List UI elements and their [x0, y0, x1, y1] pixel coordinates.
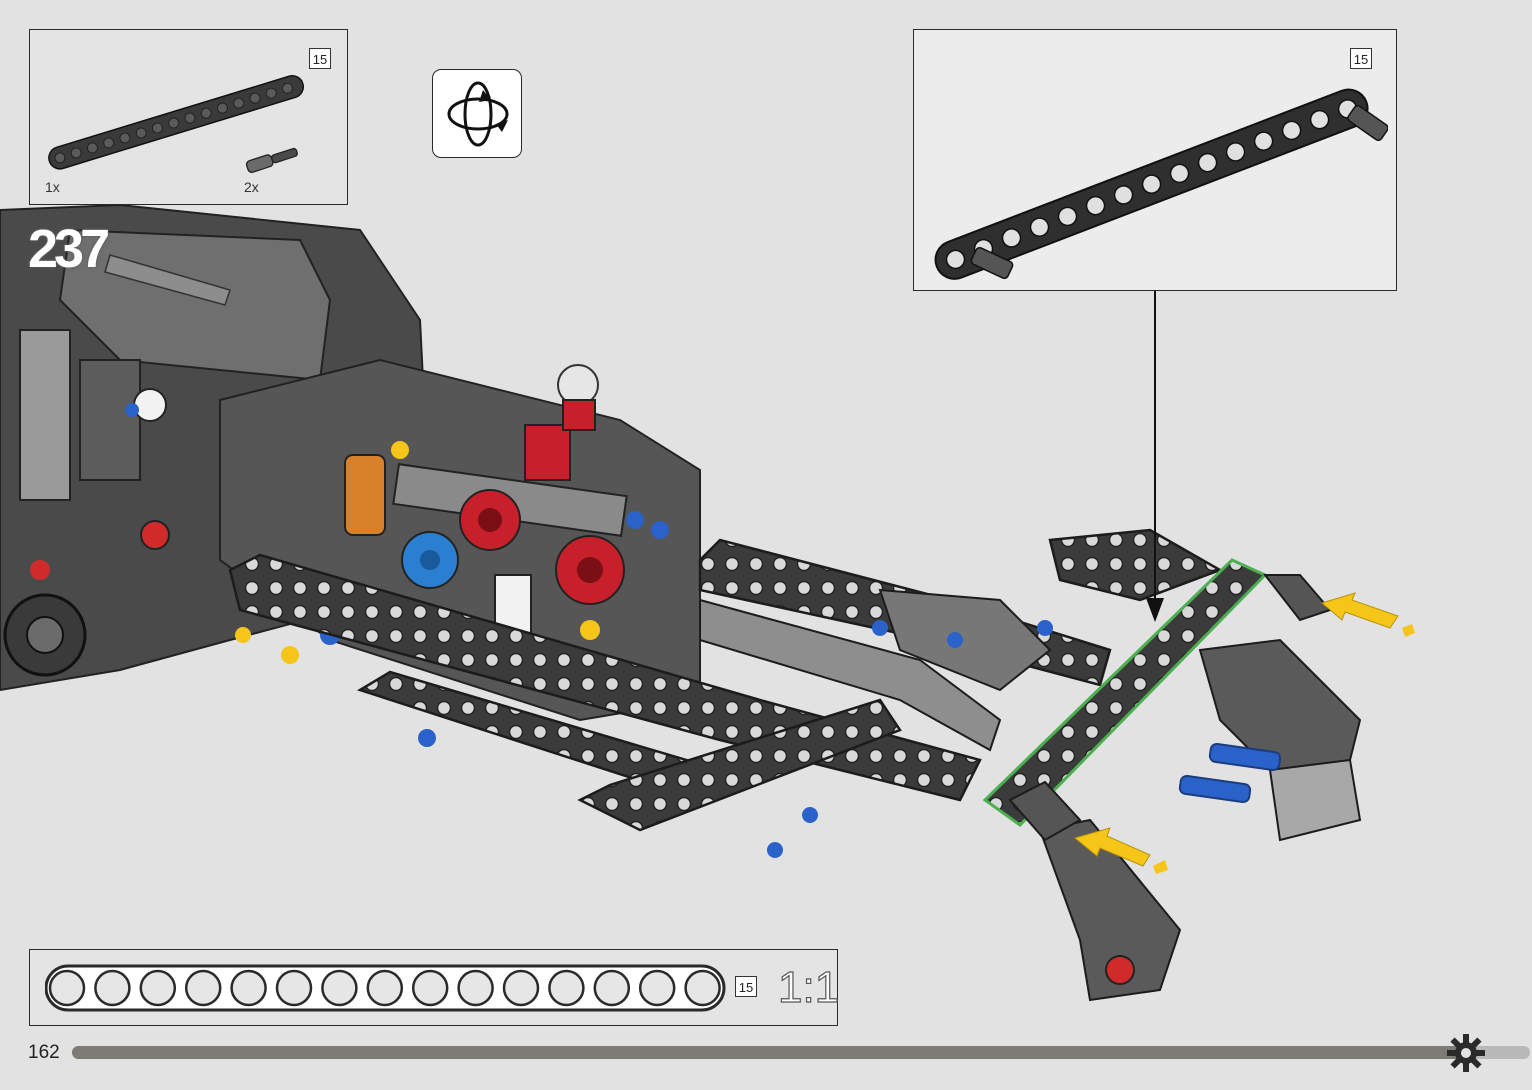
parts-callout: 15 1x 2x [29, 29, 348, 205]
rotate-model-icon [442, 76, 514, 152]
beam-length-badge: 15 [309, 48, 331, 69]
gear-icon [1446, 1033, 1486, 1073]
beam-quantity: 1x [45, 179, 60, 195]
page-number: 162 [28, 1042, 60, 1064]
scale-reference: 15 [29, 949, 838, 1026]
scale-beam-hole [549, 971, 583, 1005]
scale-length-badge: 15 [735, 976, 757, 997]
scale-beam-hole [413, 971, 447, 1005]
scale-beam [45, 963, 727, 1013]
axle-pin-part-icon [242, 142, 306, 176]
scale-beam-hole [95, 971, 129, 1005]
step-number: 237 [28, 218, 106, 280]
scale-beam-hole [232, 971, 266, 1005]
scale-ratio: 1:1 [778, 963, 839, 1013]
scale-beam-hole [186, 971, 220, 1005]
progress-bar-fill [72, 1046, 1464, 1059]
scale-beam-hole [141, 971, 175, 1005]
scale-beam-hole [277, 971, 311, 1005]
progress-bar [72, 1046, 1530, 1059]
detail-callout: 15 [913, 29, 1397, 291]
scale-beam-hole [686, 971, 720, 1005]
rotate-model-indicator [432, 69, 522, 158]
scale-beam-hole [368, 971, 402, 1005]
axle-pin-quantity: 2x [244, 179, 259, 195]
scale-beam-hole [50, 971, 84, 1005]
scale-beam-hole [595, 971, 629, 1005]
scale-beam-hole [459, 971, 493, 1005]
scale-beam-hole [322, 971, 356, 1005]
scale-beam-hole [640, 971, 674, 1005]
scale-beam-hole [504, 971, 538, 1005]
detail-beam-assembly [928, 54, 1388, 284]
